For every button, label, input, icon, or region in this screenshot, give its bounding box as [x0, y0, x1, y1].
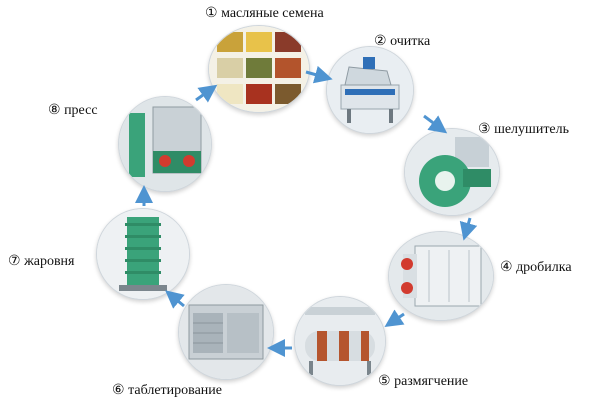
- seed-sample: [275, 84, 301, 104]
- press-image: [118, 96, 212, 192]
- step-1-label: ① масляные семена: [205, 6, 324, 22]
- seed-sample: [217, 84, 243, 104]
- step-7-number: ⑦: [8, 254, 21, 269]
- step-3-text: шелушитель: [494, 122, 570, 137]
- flaker-image: [178, 284, 274, 380]
- softener-machine-graphic: [295, 297, 385, 385]
- softener-image: [294, 296, 386, 386]
- roaster-machine-graphic: [97, 209, 189, 299]
- step-4-number: ④: [500, 260, 513, 275]
- step-6-text: таблетирование: [128, 383, 222, 398]
- step-5-label: ⑤ размягчение: [378, 374, 468, 390]
- step-6-number: ⑥: [112, 383, 125, 398]
- step-1-text: масляные семена: [221, 6, 324, 21]
- arrow-3-to-4: [459, 217, 478, 241]
- step-5-text: размягчение: [394, 374, 469, 389]
- step-4-label: ④ дробилка: [500, 260, 572, 276]
- step-3-number: ③: [478, 122, 491, 137]
- seed-sample: [275, 58, 301, 78]
- arrow-4-to-5: [384, 309, 405, 327]
- dehuller-machine-graphic: [405, 129, 499, 215]
- step-8-text: пресс: [64, 103, 98, 118]
- seed-sample: [246, 84, 272, 104]
- step-2-number: ②: [374, 34, 387, 49]
- step-7-label: ⑦ жаровня: [8, 254, 75, 270]
- seed-sample: [217, 32, 243, 52]
- crusher-image: [388, 231, 494, 321]
- arrow-8-to-1: [195, 84, 218, 103]
- step-2-text: очитка: [390, 34, 431, 49]
- flaker-machine-graphic: [179, 285, 273, 379]
- step-7-text: жаровня: [24, 254, 75, 269]
- roaster-image: [96, 208, 190, 300]
- step-8-label: ⑧ пресс: [48, 103, 98, 119]
- seed-grid-graphic: [209, 26, 309, 112]
- step-6-label: ⑥ таблетирование: [112, 383, 222, 399]
- arrow-6-to-7: [165, 290, 185, 309]
- step-4-text: дробилка: [516, 260, 572, 275]
- arrow-1-to-2: [305, 65, 333, 84]
- crusher-machine-graphic: [389, 232, 493, 320]
- cleaner-image: [326, 46, 414, 134]
- step-3-label: ③ шелушитель: [478, 122, 569, 138]
- seed-sample: [217, 58, 243, 78]
- seed-sample: [246, 58, 272, 78]
- oil-seeds-image: [208, 25, 310, 113]
- cleaner-machine-graphic: [327, 47, 413, 133]
- step-1-number: ①: [205, 6, 218, 21]
- seed-sample: [246, 32, 272, 52]
- step-8-number: ⑧: [48, 103, 61, 118]
- arrow-2-to-3: [423, 114, 448, 134]
- step-2-label: ② очитка: [374, 34, 430, 50]
- dehuller-image: [404, 128, 500, 216]
- press-machine-graphic: [119, 97, 211, 191]
- step-5-number: ⑤: [378, 374, 391, 389]
